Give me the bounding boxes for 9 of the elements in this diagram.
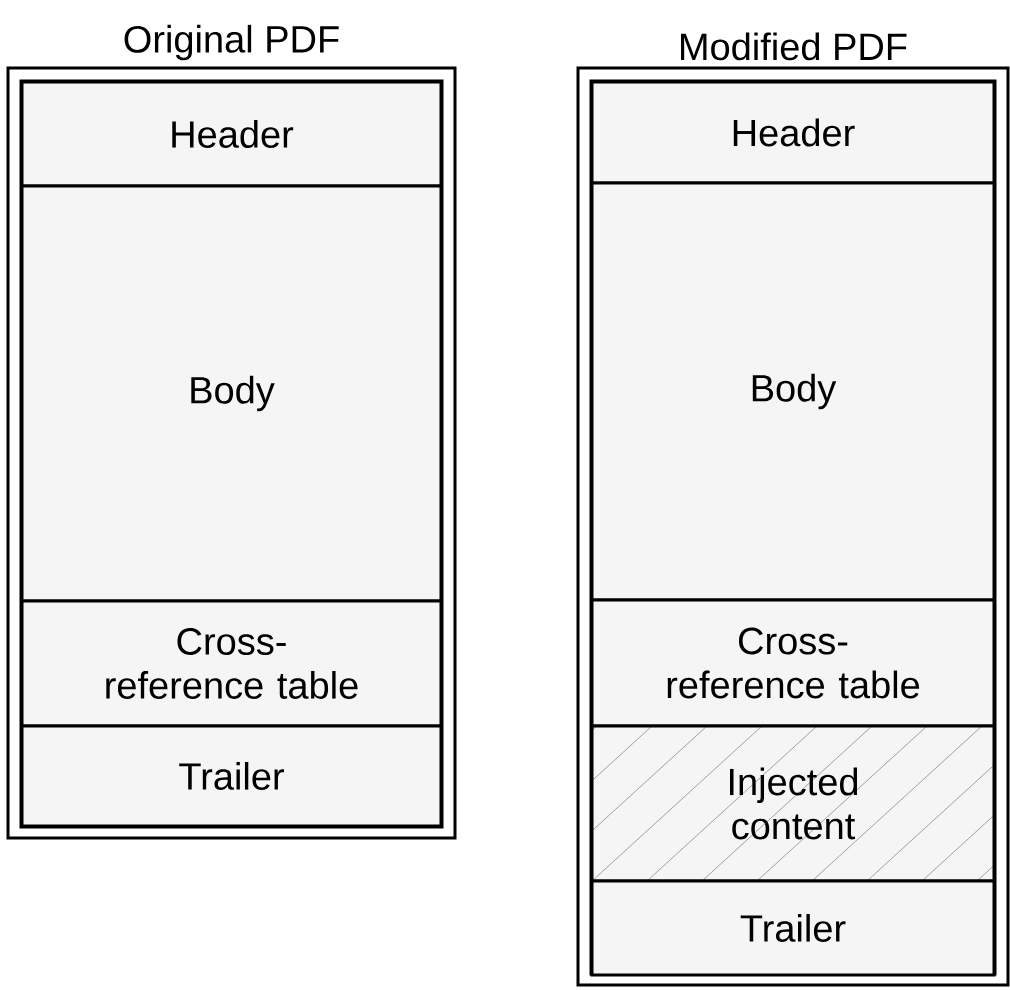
node-label: Modified PDF bbox=[681, 32, 907, 61]
section-box: Cross-reference table bbox=[590, 598, 996, 728]
section-box: Injected content bbox=[590, 724, 996, 883]
section-box: Trailer bbox=[20, 724, 443, 828]
section-box: Header bbox=[590, 80, 996, 185]
node-label: Original PDF bbox=[124, 24, 339, 61]
section-box: Header bbox=[20, 80, 443, 188]
section-box: Cross-reference table bbox=[20, 599, 443, 728]
section-box: Trailer bbox=[590, 879, 996, 977]
